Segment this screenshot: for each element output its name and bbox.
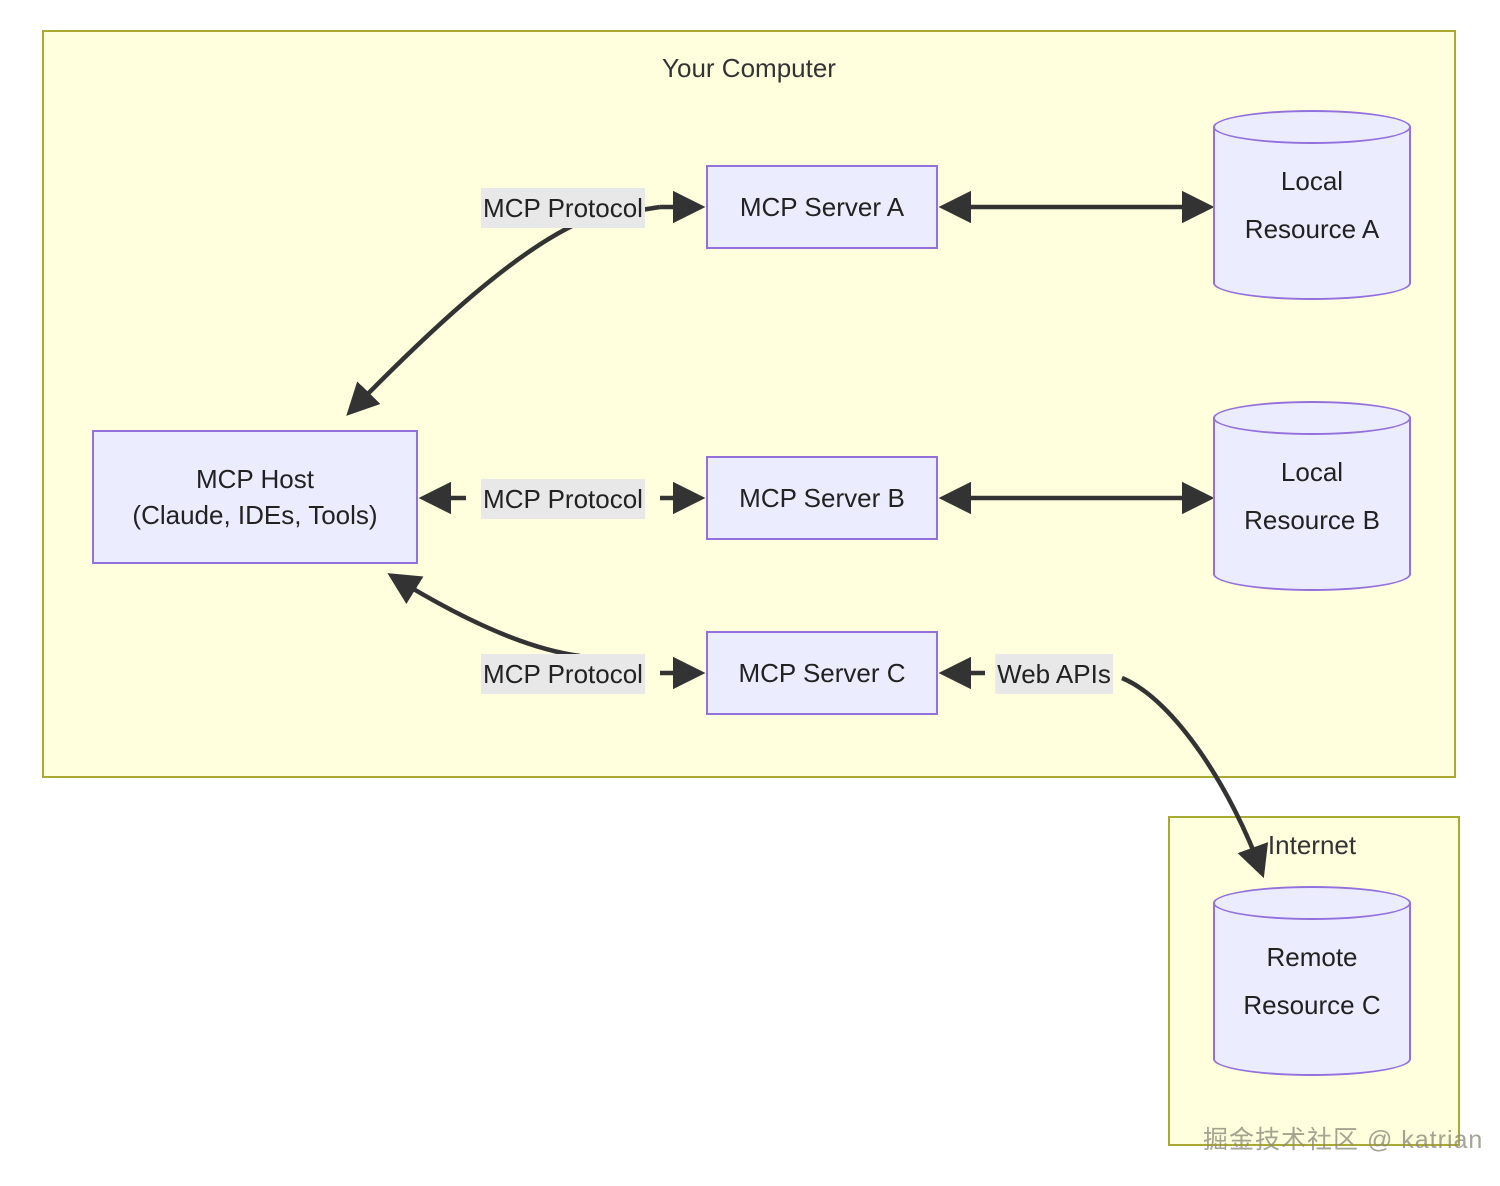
cluster-title-your-computer: Your Computer [662,53,836,83]
node-local-resource-b-line2: Resource B [1244,505,1380,535]
node-remote-resource-c-line1: Remote [1266,941,1358,972]
edge-label-host-to-server-a: MCP Protocol [481,188,645,228]
node-local-resource-a-line2: Resource A [1244,214,1380,244]
watermark-text: 掘金技术社区 @ katrian [1203,1126,1484,1154]
edge-label-host-to-server-b: MCP Protocol [481,479,645,519]
node-local-resource-a-line1: Local [1280,165,1344,196]
node-mcp-server-a-label: MCP Server A [739,191,905,222]
node-local-resource-a[interactable]: Local Resource A [1213,110,1411,300]
node-mcp-host[interactable]: MCP Host (Claude, IDEs, Tools) [92,430,418,564]
edge-label-web-apis: Web APIs [995,654,1113,694]
node-mcp-host-line2: (Claude, IDEs, Tools) [132,500,378,530]
cylinder-body [1213,127,1411,283]
node-remote-resource-c-line2: Resource C [1243,990,1381,1020]
node-mcp-server-b[interactable]: MCP Server B [706,456,938,540]
node-local-resource-a-label: Local Resource A [1213,110,1411,300]
node-mcp-server-c[interactable]: MCP Server C [706,631,938,715]
cylinder-body [1213,418,1411,574]
cylinder-body [1213,903,1411,1059]
node-local-resource-b[interactable]: Local Resource B [1213,401,1411,591]
node-remote-resource-c[interactable]: Remote Resource C [1213,886,1411,1076]
cylinder-top-ellipse [1213,110,1411,144]
node-mcp-server-c-label: MCP Server C [738,657,906,688]
node-local-resource-b-label: Local Resource B [1213,401,1411,591]
node-mcp-server-a[interactable]: MCP Server A [706,165,938,249]
node-mcp-server-b-label: MCP Server B [739,482,905,513]
node-mcp-host-line1: MCP Host [196,463,314,494]
edge-label-host-to-server-c: MCP Protocol [481,654,645,694]
cylinder-top-ellipse [1213,886,1411,920]
node-local-resource-b-line1: Local [1280,456,1344,487]
node-remote-resource-c-label: Remote Resource C [1213,886,1411,1076]
cluster-title-internet: Internet [1267,830,1357,860]
cylinder-top-ellipse [1213,401,1411,435]
